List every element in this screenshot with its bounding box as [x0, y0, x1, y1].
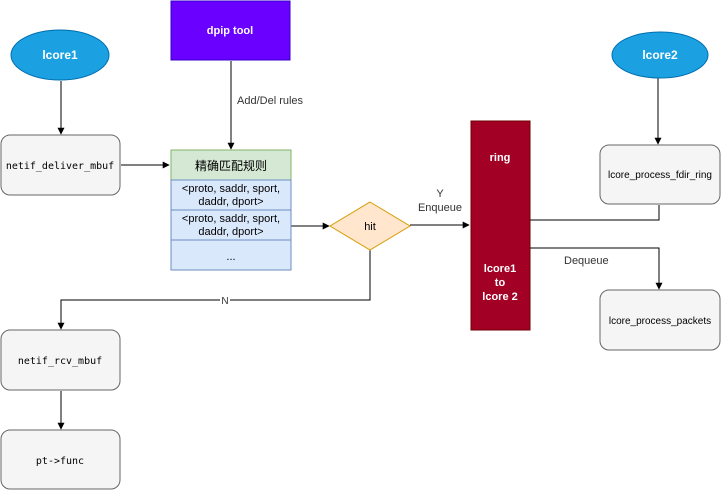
hit-decision: hit — [329, 201, 411, 251]
connectors — [57, 61, 663, 430]
rules-table-header-bg — [170, 149, 292, 181]
dpip-tool-node: dpip tool — [170, 0, 291, 61]
rules-table: 精确匹配规则 <proto, saddr, sport, daddr, dpor… — [170, 149, 292, 271]
rules-table-header: 精确匹配规则 — [195, 158, 267, 173]
rules-table-row-1-line-1: <proto, saddr, sport, — [182, 183, 280, 195]
add-del-rules-label: Add/Del rules — [237, 95, 304, 107]
rules-table-row-1-line-2: daddr, dport> — [198, 196, 263, 208]
pt-func-box — [0, 429, 121, 490]
hit-diamond — [329, 201, 411, 251]
lcore2-ellipse — [611, 31, 709, 79]
lcore2-node: lcore2 — [611, 31, 709, 79]
netif-rcv-mbuf-label: netif_rcv_mbuf — [18, 356, 102, 367]
lcore1-ellipse — [10, 29, 110, 81]
lcore-process-packets-box — [599, 289, 721, 351]
dpip-tool-box — [170, 0, 291, 61]
rules-table-row-2-line-2: daddr, dport> — [198, 226, 263, 238]
hit-label: hit — [364, 221, 376, 233]
dequeue-label: Dequeue — [564, 255, 609, 267]
ring-box — [470, 120, 531, 331]
netif-deliver-mbuf-node: netif_deliver_mbuf — [0, 134, 121, 196]
rules-table-row-2-bg — [170, 209, 292, 241]
no-label-bg — [220, 295, 230, 305]
netif-rcv-mbuf-box — [0, 329, 121, 391]
edge-labels: Add/Del rules Y Enqueue N Dequeue — [220, 95, 609, 307]
no-label: N — [221, 296, 228, 307]
dpip-tool-label: dpip tool — [207, 25, 253, 37]
rules-table-row-1-bg — [170, 179, 292, 211]
lcore-process-fdir-ring-label: lcore_process_fdir_ring — [608, 170, 712, 181]
rules-table-row-3: ... — [226, 251, 235, 263]
netif-deliver-mbuf-box — [0, 134, 121, 196]
lcore1-node: lcore1 — [10, 29, 110, 81]
enqueue-label: Enqueue — [418, 202, 462, 214]
rules-table-row-3-bg — [170, 239, 292, 271]
ring-body-line-3: lcore 2 — [482, 291, 517, 303]
rules-table-row-2-line-1: <proto, saddr, sport, — [182, 213, 280, 225]
lcore-process-packets-label: lcore_process_packets — [609, 316, 711, 327]
pt-func-node: pt->func — [0, 429, 121, 490]
ring-body-line-1: lcore1 — [484, 263, 516, 275]
ring-title: ring — [490, 152, 511, 164]
ring-node: ring lcore1 to lcore 2 — [470, 120, 531, 331]
netif-rcv-mbuf-node: netif_rcv_mbuf — [0, 329, 121, 391]
yes-label: Y — [436, 188, 444, 200]
ring-body-line-2: to — [495, 277, 506, 289]
edge-hit-no-to-rcv — [57, 249, 371, 330]
netif-deliver-mbuf-label: netif_deliver_mbuf — [6, 161, 114, 172]
lcore-process-fdir-ring-box — [599, 144, 721, 205]
lcore1-label: lcore1 — [42, 48, 78, 62]
pt-func-label: pt->func — [36, 456, 84, 467]
lcore-process-fdir-ring-node: lcore_process_fdir_ring — [599, 144, 721, 205]
lcore2-label: lcore2 — [642, 48, 678, 62]
edge-fdir-to-packets — [519, 205, 663, 290]
lcore-process-packets-node: lcore_process_packets — [599, 289, 721, 351]
